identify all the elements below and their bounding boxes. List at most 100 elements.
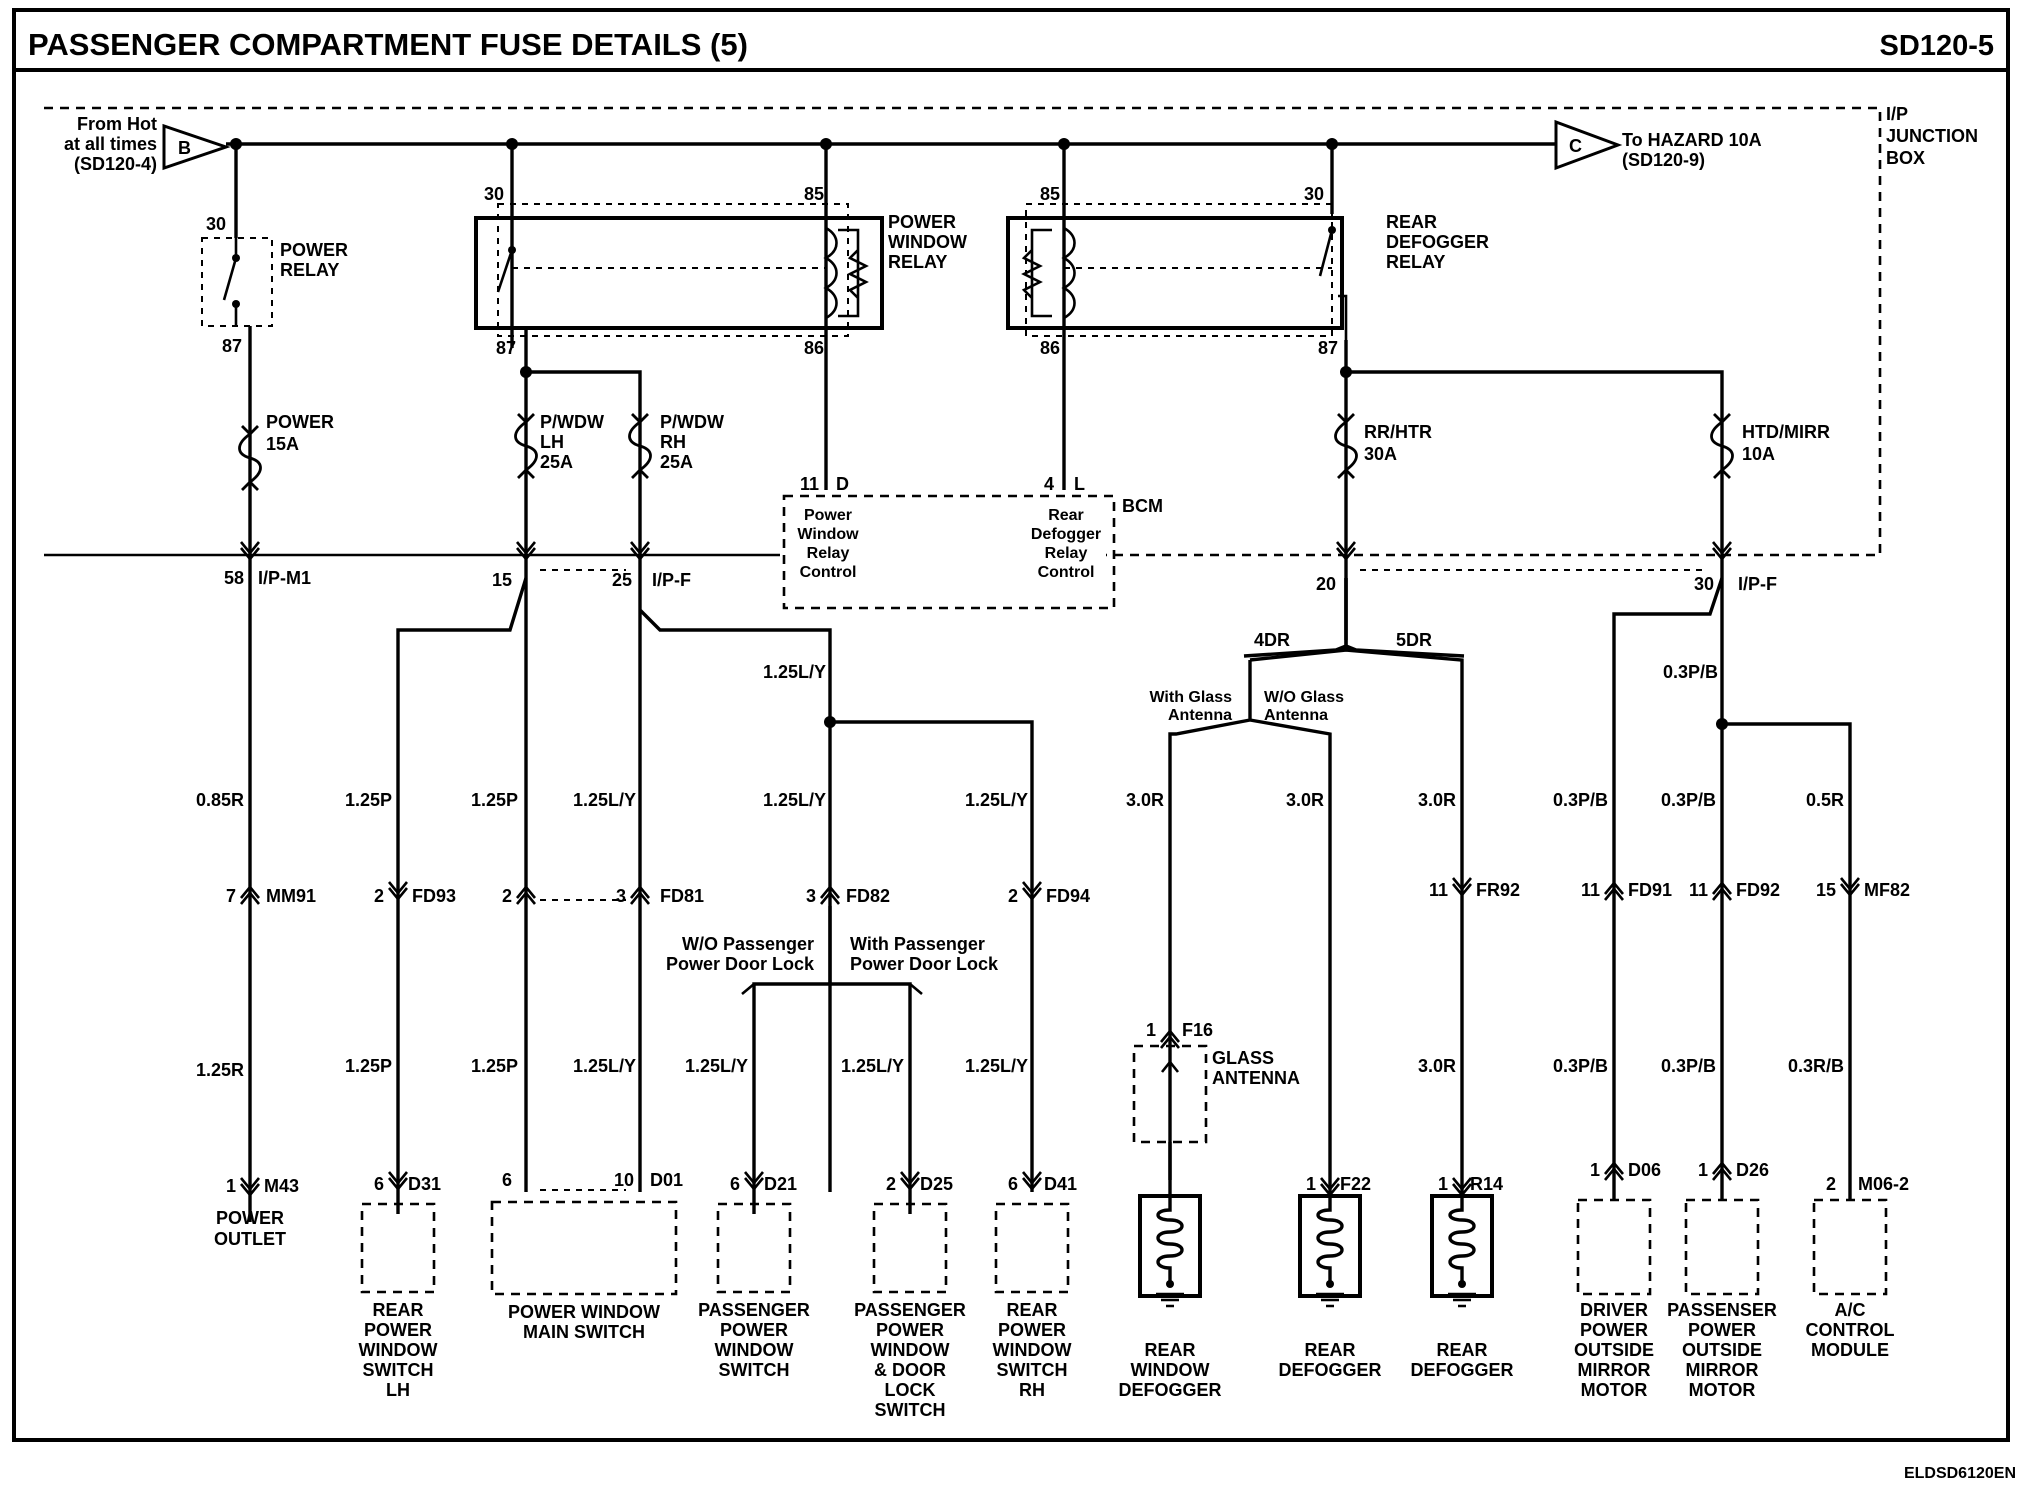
- svg-text:FD81: FD81: [660, 886, 704, 906]
- footer-code: ELDSD6120EN: [1904, 1465, 2016, 1482]
- svg-text:3.0R: 3.0R: [1418, 1056, 1456, 1076]
- svg-text:SWITCH: SWITCH: [719, 1360, 790, 1380]
- power-window-relay: 30 85 87 86 POWER WINDOW RELAY: [474, 144, 967, 490]
- svg-text:HTD/MIRR: HTD/MIRR: [1742, 422, 1830, 442]
- svg-text:Defogger: Defogger: [1031, 526, 1101, 543]
- svg-text:OUTSIDE: OUTSIDE: [1682, 1340, 1762, 1360]
- svg-text:3: 3: [616, 886, 626, 906]
- svg-text:REAR: REAR: [1304, 1340, 1355, 1360]
- svg-text:1.25P: 1.25P: [345, 1056, 392, 1076]
- svg-text:Power: Power: [804, 507, 852, 524]
- svg-text:1.25R: 1.25R: [196, 1060, 244, 1080]
- svg-text:WINDOW: WINDOW: [1131, 1360, 1210, 1380]
- svg-text:Antenna: Antenna: [1264, 707, 1328, 724]
- svg-text:DEFOGGER: DEFOGGER: [1118, 1380, 1221, 1400]
- svg-text:W/O Glass: W/O Glass: [1264, 689, 1344, 706]
- fuse-pwdw-lh-25a: [514, 412, 538, 480]
- rear-defogger-relay: 85 30 86 87 REAR DEFOGGER RELAY: [1006, 144, 1489, 490]
- svg-text:POWER: POWER: [280, 240, 348, 260]
- svg-text:25A: 25A: [660, 452, 693, 472]
- svg-text:6: 6: [730, 1174, 740, 1194]
- svg-text:ANTENNA: ANTENNA: [1212, 1068, 1300, 1088]
- svg-text:From Hot: From Hot: [77, 114, 157, 134]
- svg-text:1.25L/Y: 1.25L/Y: [763, 662, 826, 682]
- svg-text:1.25L/Y: 1.25L/Y: [965, 790, 1028, 810]
- svg-text:MF82: MF82: [1864, 880, 1910, 900]
- svg-text:C: C: [1569, 136, 1582, 156]
- svg-text:WINDOW: WINDOW: [359, 1340, 438, 1360]
- svg-text:0.3R/B: 0.3R/B: [1788, 1056, 1844, 1076]
- svg-text:POWER: POWER: [720, 1320, 788, 1340]
- svg-text:2: 2: [886, 1174, 896, 1194]
- svg-text:I/P-F: I/P-F: [1738, 574, 1777, 594]
- svg-text:Relay: Relay: [1045, 545, 1088, 562]
- svg-text:6: 6: [1008, 1174, 1018, 1194]
- svg-text:FD93: FD93: [412, 886, 456, 906]
- svg-text:D01: D01: [650, 1170, 683, 1190]
- svg-text:25A: 25A: [540, 452, 573, 472]
- svg-text:1.25L/Y: 1.25L/Y: [763, 790, 826, 810]
- power-relay: 30 POWER RELAY 87: [201, 144, 348, 356]
- page-code: SD120-5: [1880, 30, 1994, 62]
- svg-text:POWER: POWER: [998, 1320, 1066, 1340]
- svg-text:FD92: FD92: [1736, 880, 1780, 900]
- svg-text:11: 11: [1429, 880, 1448, 900]
- svg-text:I/P: I/P: [1886, 104, 1908, 124]
- svg-text:POWER: POWER: [1688, 1320, 1756, 1340]
- svg-text:1: 1: [226, 1176, 236, 1196]
- svg-text:P/WDW: P/WDW: [660, 412, 724, 432]
- fuse-htdmirr-10a: [1710, 412, 1734, 480]
- svg-text:POWER: POWER: [364, 1320, 432, 1340]
- svg-text:RR/HTR: RR/HTR: [1364, 422, 1432, 442]
- svg-text:0.85R: 0.85R: [196, 790, 244, 810]
- svg-text:D: D: [836, 474, 849, 494]
- fuse-rrhtr-30a: [1334, 412, 1358, 480]
- svg-text:0.5R: 0.5R: [1806, 790, 1844, 810]
- svg-text:86: 86: [1040, 338, 1060, 358]
- svg-text:B: B: [178, 138, 191, 158]
- junction-box-label: I/P JUNCTION BOX: [1886, 104, 1978, 168]
- page-title: PASSENGER COMPARTMENT FUSE DETAILS (5): [28, 27, 748, 62]
- svg-text:15A: 15A: [266, 434, 299, 454]
- svg-text:1: 1: [1146, 1020, 1156, 1040]
- svg-text:POWER: POWER: [876, 1320, 944, 1340]
- svg-text:85: 85: [804, 184, 824, 204]
- svg-text:R14: R14: [1470, 1174, 1503, 1194]
- svg-text:FD91: FD91: [1628, 880, 1672, 900]
- svg-text:2: 2: [1008, 886, 1018, 906]
- svg-text:MOTOR: MOTOR: [1581, 1380, 1648, 1400]
- svg-text:MM91: MM91: [266, 886, 316, 906]
- svg-text:MOTOR: MOTOR: [1689, 1380, 1756, 1400]
- svg-text:MIRROR: MIRROR: [1578, 1360, 1651, 1380]
- svg-text:11: 11: [1581, 880, 1600, 900]
- svg-text:3: 3: [806, 886, 816, 906]
- svg-text:85: 85: [1040, 184, 1060, 204]
- svg-text:FD82: FD82: [846, 886, 890, 906]
- svg-text:D26: D26: [1736, 1160, 1769, 1180]
- svg-text:30A: 30A: [1364, 444, 1397, 464]
- svg-text:3.0R: 3.0R: [1418, 790, 1456, 810]
- rear-window-defogger: [1138, 1194, 1202, 1298]
- svg-text:30: 30: [1694, 574, 1714, 594]
- svg-text:0.3P/B: 0.3P/B: [1663, 662, 1718, 682]
- svg-text:RH: RH: [1019, 1380, 1045, 1400]
- svg-text:DEFOGGER: DEFOGGER: [1386, 232, 1489, 252]
- svg-text:RELAY: RELAY: [888, 252, 947, 272]
- svg-text:L: L: [1074, 474, 1085, 494]
- svg-text:BCM: BCM: [1122, 496, 1163, 516]
- glass-antenna: 1 F16 GLASS ANTENNA: [1132, 1020, 1300, 1196]
- svg-text:I/P-F: I/P-F: [652, 570, 691, 590]
- svg-text:FR92: FR92: [1476, 880, 1520, 900]
- svg-text:4: 4: [1044, 474, 1054, 494]
- svg-text:Relay: Relay: [807, 545, 850, 562]
- svg-text:With Passenger: With Passenger: [850, 934, 985, 954]
- source-connector: From Hot at all times (SD120-4) B: [64, 114, 231, 174]
- svg-text:(SD120-9): (SD120-9): [1622, 150, 1705, 170]
- svg-text:6: 6: [374, 1174, 384, 1194]
- svg-text:PASSENGER: PASSENGER: [854, 1300, 966, 1320]
- svg-text:D21: D21: [764, 1174, 797, 1194]
- svg-text:SWITCH: SWITCH: [875, 1400, 946, 1420]
- svg-text:4DR: 4DR: [1254, 630, 1290, 650]
- svg-text:D06: D06: [1628, 1160, 1661, 1180]
